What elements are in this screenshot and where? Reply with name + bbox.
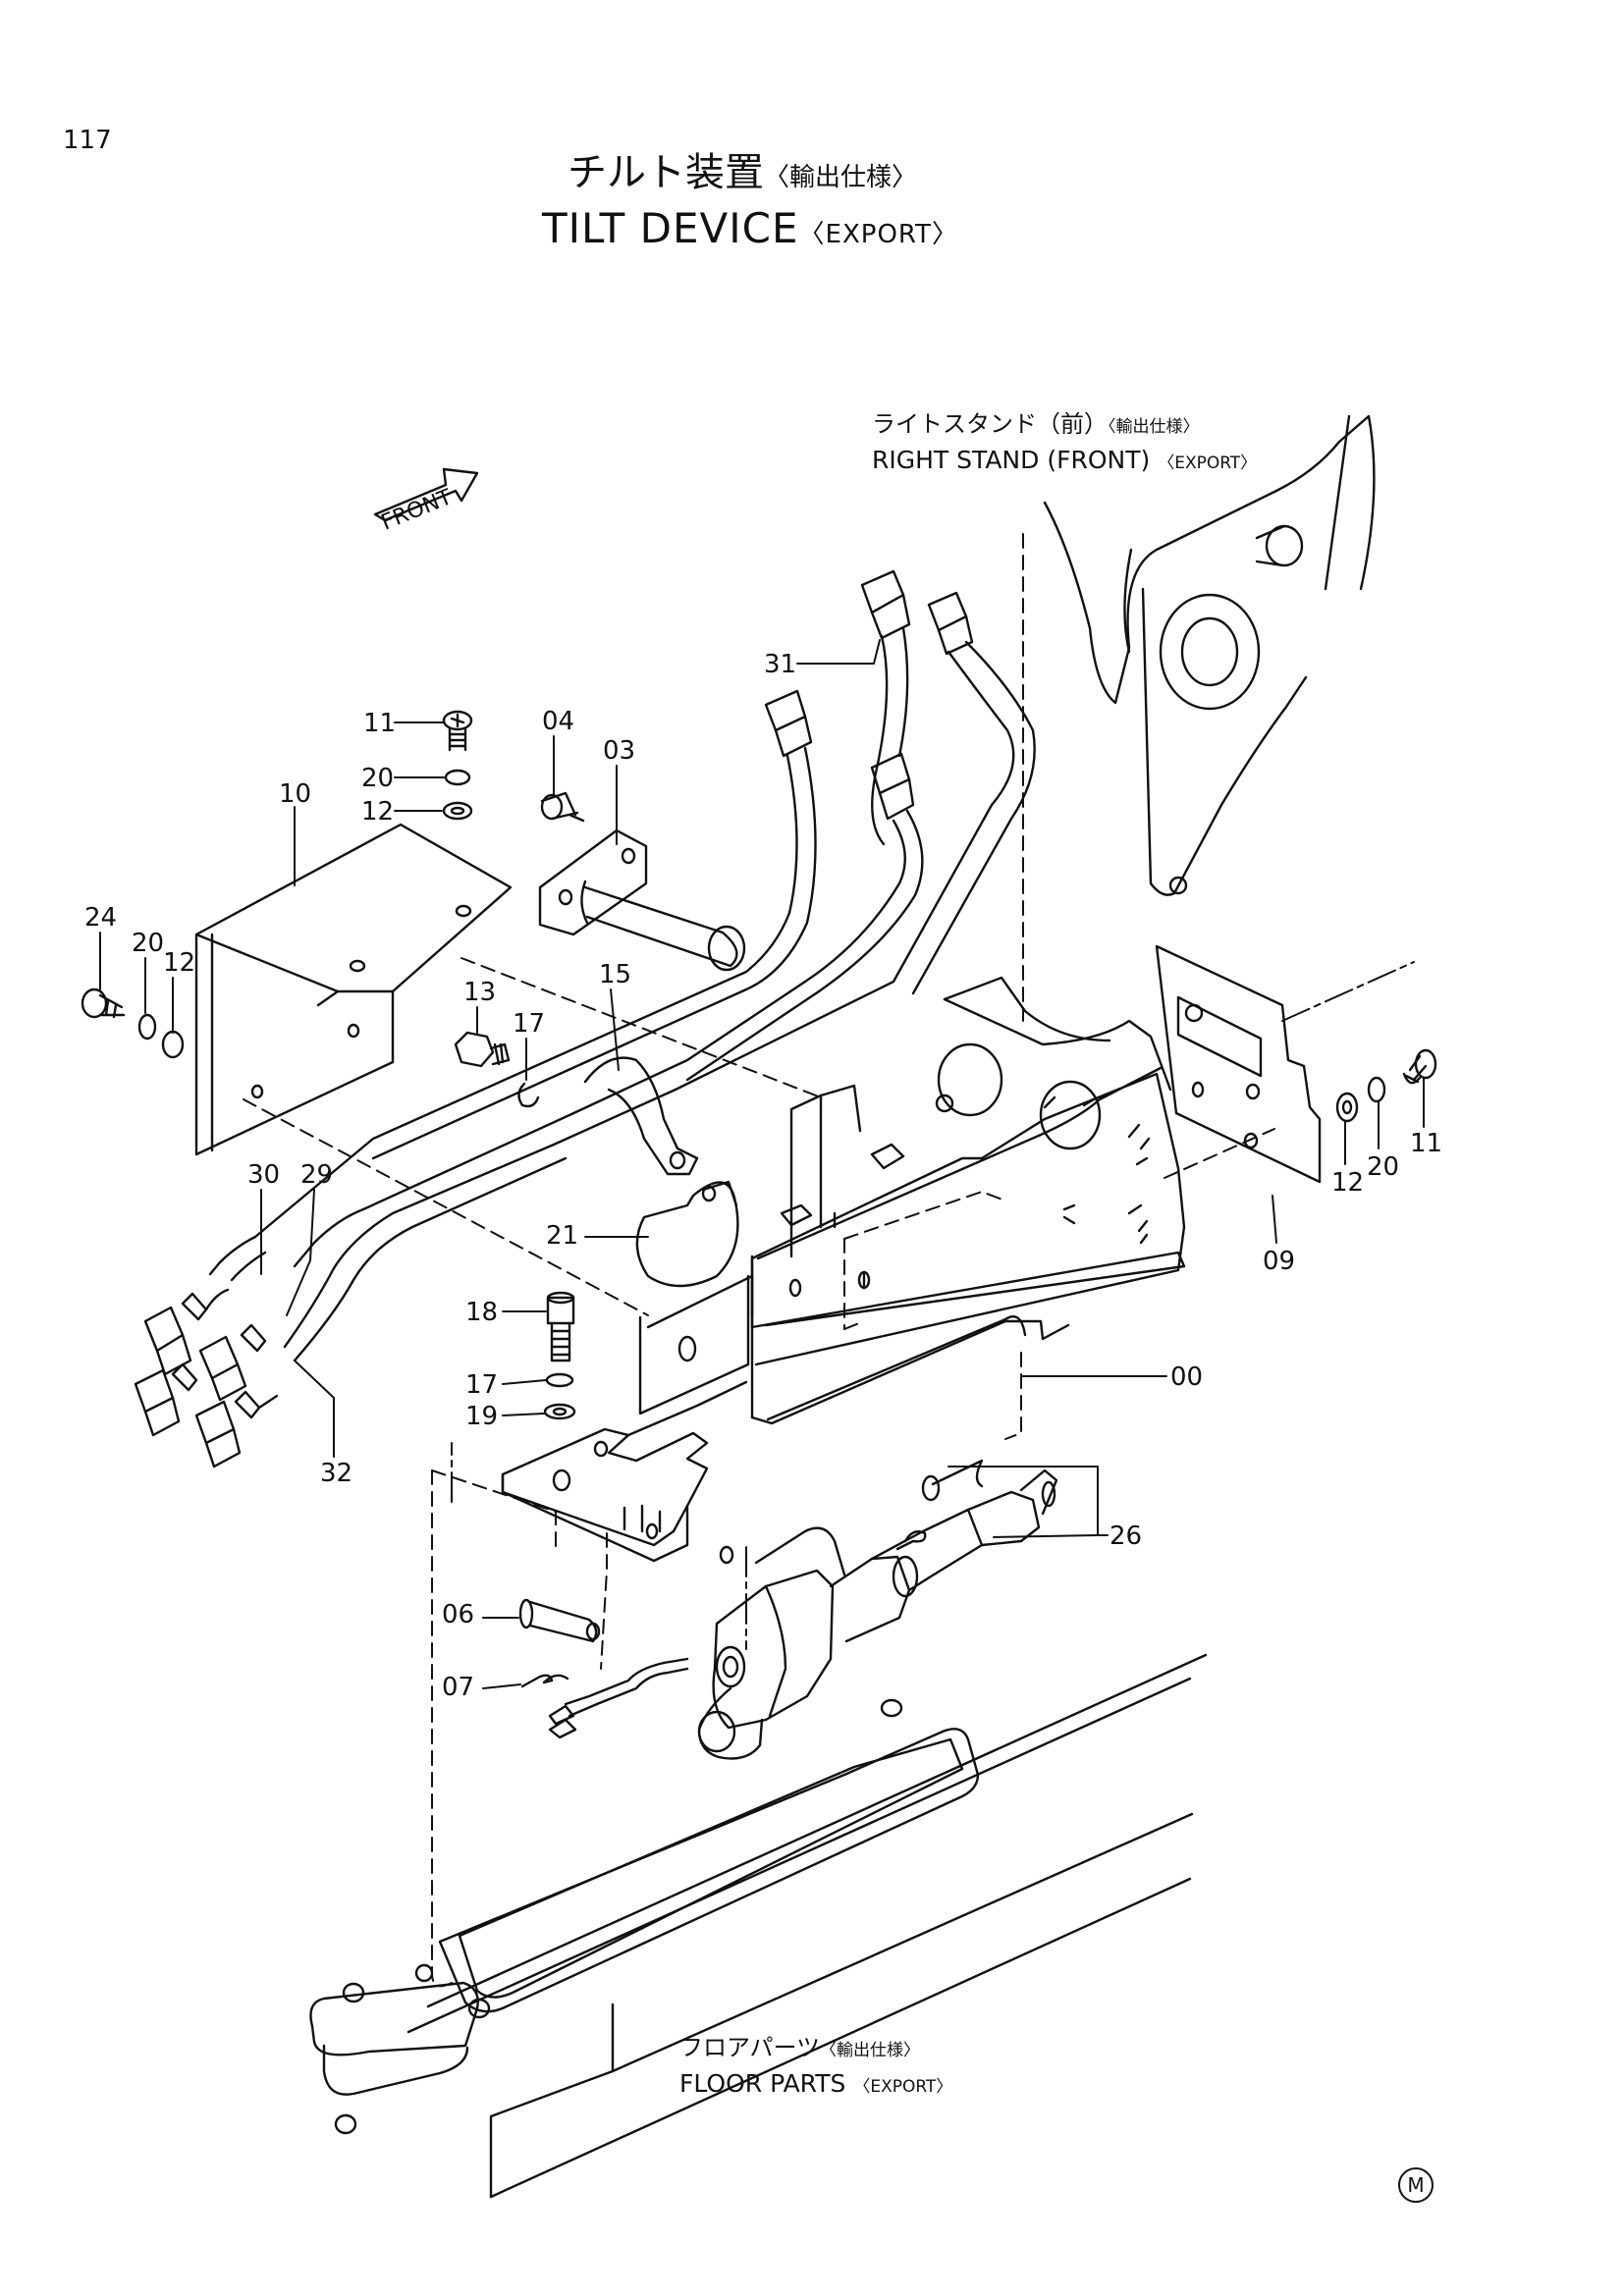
guard-plate-10-part xyxy=(194,823,513,1156)
connector-32 xyxy=(194,1390,279,1468)
callout-20-right: 20 xyxy=(1367,1152,1400,1182)
floor-parts-en-suffix: 〈EXPORT〉 xyxy=(853,2077,953,2097)
title-en-suffix: 〈EXPORT〉 xyxy=(798,220,958,249)
washer-17-mid xyxy=(517,1082,540,1108)
pin-06-part xyxy=(518,1598,601,1643)
callout-20-top: 20 xyxy=(361,764,395,793)
bolt-04-part xyxy=(540,791,585,823)
callout-30: 30 xyxy=(247,1160,281,1190)
callout-18: 18 xyxy=(465,1298,499,1327)
bolt-18-part xyxy=(546,1291,575,1362)
right-stand-label-en: RIGHT STAND (FRONT) 〈EXPORT〉 xyxy=(872,448,1257,472)
title-jp-suffix: 〈輸出仕様〉 xyxy=(764,163,918,192)
callout-32: 32 xyxy=(320,1459,353,1488)
corner-mark-m: M xyxy=(1398,2167,1434,2203)
callout-17-low: 17 xyxy=(465,1370,499,1400)
right-stand-jp-text: ライトスタンド（前） xyxy=(872,410,1108,438)
hidden-lines xyxy=(243,533,1275,1988)
washer-20-top xyxy=(444,769,471,786)
callout-12-left: 12 xyxy=(163,948,196,978)
callout-21: 21 xyxy=(546,1221,579,1251)
right-stand-en-suffix: 〈EXPORT〉 xyxy=(1158,454,1258,473)
frame-00-part xyxy=(501,976,1186,1565)
callout-26: 26 xyxy=(1110,1522,1143,1551)
callout-13: 13 xyxy=(463,978,497,1007)
front-arrow-icon: FRONT xyxy=(373,467,479,536)
callout-00: 00 xyxy=(1170,1362,1204,1392)
washer-12-left xyxy=(161,1030,185,1059)
callout-11-right: 11 xyxy=(1410,1129,1443,1158)
callout-04: 04 xyxy=(542,707,575,736)
pin-26-part xyxy=(895,1459,984,1551)
connector-30-b xyxy=(134,1362,198,1437)
bolt-11-right xyxy=(1402,1048,1437,1085)
bracket-03-part xyxy=(538,828,746,972)
clip-07-part xyxy=(520,1674,569,1688)
floor-parts-jp-text: フロアパーツ xyxy=(679,2034,821,2061)
title-en-main: TILT DEVICE xyxy=(542,204,799,252)
centerlines xyxy=(451,961,1415,1650)
right-stand-en-text: RIGHT STAND (FRONT) xyxy=(872,446,1151,474)
callout-07: 07 xyxy=(442,1673,475,1702)
callout-03: 03 xyxy=(603,736,636,766)
callout-12-right: 12 xyxy=(1331,1168,1365,1198)
floor-parts-en-text: FLOOR PARTS xyxy=(679,2069,846,2098)
callout-19: 19 xyxy=(465,1402,499,1431)
callout-06: 06 xyxy=(442,1600,475,1629)
connector-30 xyxy=(143,1288,230,1376)
callout-20-left: 20 xyxy=(132,929,165,958)
screw-24-left xyxy=(81,988,126,1019)
callout-29: 29 xyxy=(300,1160,334,1190)
bolt-13-part xyxy=(454,1031,511,1068)
callout-24: 24 xyxy=(84,903,118,933)
right-stand-part xyxy=(1043,414,1376,896)
title-jp-main: チルト装置 xyxy=(568,150,764,195)
floor-panel-part xyxy=(309,1653,1208,2199)
washer-20-left xyxy=(137,1013,157,1041)
callout-31: 31 xyxy=(764,650,797,679)
clamp-21-part xyxy=(635,1180,739,1288)
tilt-actuator-cylinder xyxy=(548,1468,1058,1760)
title-english: TILT DEVICE〈EXPORT〉 xyxy=(542,208,958,249)
washer-12-top xyxy=(442,801,473,821)
right-stand-jp-suffix: 〈輸出仕様〉 xyxy=(1108,417,1200,437)
floor-parts-label-en: FLOOR PARTS 〈EXPORT〉 xyxy=(679,2071,952,2096)
washer-12-right xyxy=(1335,1092,1359,1123)
washer-20-right xyxy=(1367,1076,1386,1103)
washer-17-low xyxy=(545,1372,574,1388)
washer-19-part xyxy=(543,1403,576,1420)
screw-11-top xyxy=(442,710,473,752)
callout-15: 15 xyxy=(599,960,632,989)
callout-17-mid: 17 xyxy=(513,1009,546,1039)
clamp-15-part xyxy=(583,1056,699,1176)
page-number: 117 xyxy=(63,126,112,155)
wire-harness-31 xyxy=(208,569,1036,1362)
connector-29 xyxy=(198,1323,267,1402)
title-japanese: チルト装置〈輸出仕様〉 xyxy=(568,153,917,192)
front-arrow-text: FRONT xyxy=(378,485,457,536)
bracket-09-part xyxy=(1155,944,1322,1184)
leader-lines xyxy=(99,639,1425,1689)
callout-11-top: 11 xyxy=(363,709,397,738)
callout-12-top: 12 xyxy=(361,797,395,827)
floor-parts-label-jp: フロアパーツ〈輸出仕様〉 xyxy=(679,2036,920,2059)
right-stand-label-jp: ライトスタンド（前）〈輸出仕様〉 xyxy=(872,412,1200,436)
callout-09: 09 xyxy=(1263,1247,1296,1276)
floor-parts-jp-suffix: 〈輸出仕様〉 xyxy=(820,2041,921,2060)
callout-10: 10 xyxy=(279,779,312,809)
